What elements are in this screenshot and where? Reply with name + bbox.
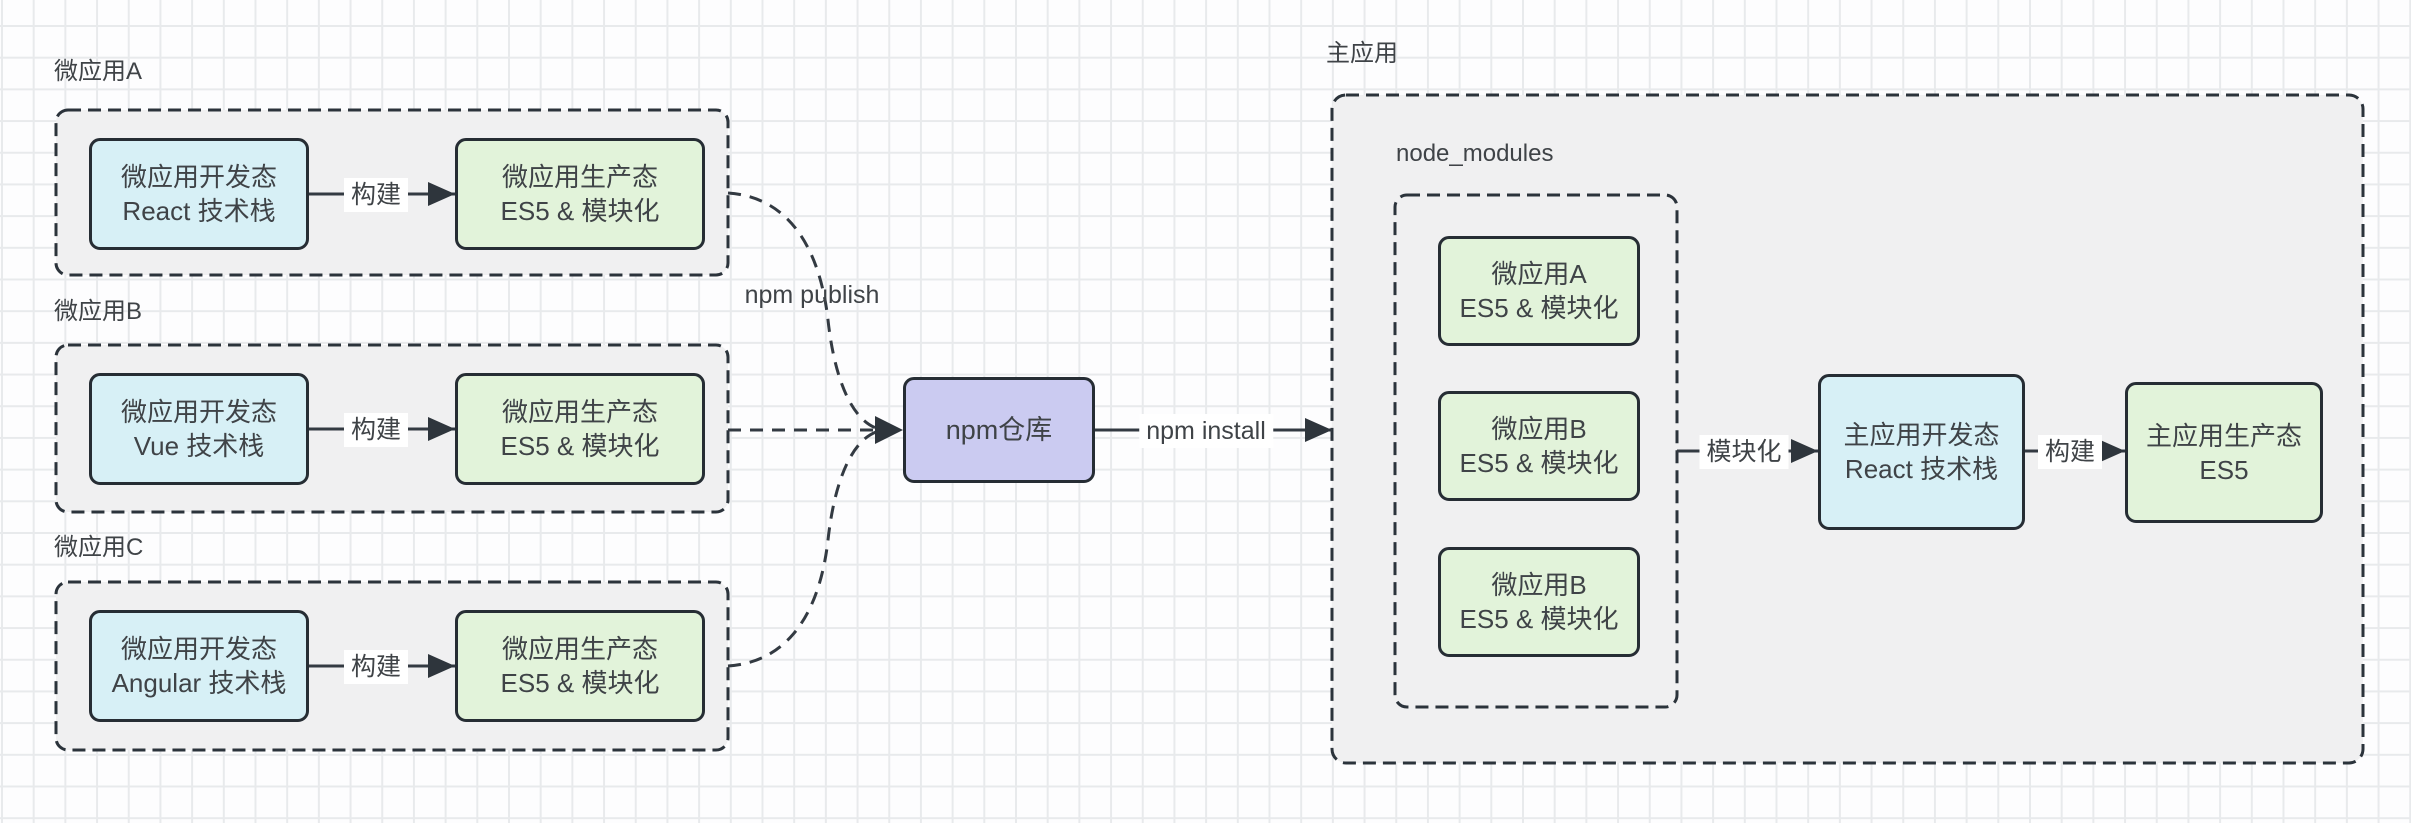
node-text-line: 主应用开发态 xyxy=(1843,420,2000,450)
micro-app-b-prod-node[interactable]: 微应用生产态 ES5 & 模块化 xyxy=(455,373,705,485)
node-modules-package-b[interactable]: 微应用B ES5 & 模块化 xyxy=(1438,391,1640,501)
micro-app-c-title: 微应用C xyxy=(54,534,144,561)
build-arrow-c-label: 构建 xyxy=(343,650,409,684)
node-text-line: 微应用B xyxy=(1491,570,1587,600)
node-text-line: ES5 & 模块化 xyxy=(500,668,660,698)
micro-app-c-prod-node[interactable]: 微应用生产态 ES5 & 模块化 xyxy=(455,610,705,722)
node-text-line: Angular 技术栈 xyxy=(111,668,287,698)
publish-curve-a[interactable] xyxy=(727,191,877,430)
node-text-line: ES5 & 模块化 xyxy=(1459,448,1619,478)
node-text-line: ES5 & 模块化 xyxy=(500,196,660,226)
main-app-title: 主应用 xyxy=(1326,40,1398,67)
node-text-line: npm仓库 xyxy=(945,415,1053,445)
main-build-arrow-label: 构建 xyxy=(2037,435,2103,469)
build-arrow-b-label: 构建 xyxy=(343,413,409,447)
modularize-arrow-label: 模块化 xyxy=(1699,435,1789,469)
node-text-line: 主应用生产态 xyxy=(2145,420,2302,451)
node-text-line: 微应用开发态 xyxy=(120,397,277,427)
micro-app-a-dev-node[interactable]: 微应用开发态 React 技术栈 xyxy=(89,138,309,250)
node-text-line: 微应用生产态 xyxy=(501,162,658,192)
publish-arrowhead xyxy=(875,416,903,444)
micro-app-c-dev-node[interactable]: 微应用开发态 Angular 技术栈 xyxy=(89,610,309,722)
node-text-line: ES5 & 模块化 xyxy=(1459,293,1619,323)
node-modules-title: node_modules xyxy=(1396,140,1554,167)
node-text-line: ES5 xyxy=(2199,454,2249,485)
micro-app-b-dev-node[interactable]: 微应用开发态 Vue 技术栈 xyxy=(89,373,309,485)
node-text-line: React 技术栈 xyxy=(122,196,276,226)
node-modules-package-c[interactable]: 微应用B ES5 & 模块化 xyxy=(1438,547,1640,657)
node-modules-package-a[interactable]: 微应用A ES5 & 模块化 xyxy=(1438,236,1640,346)
node-text-line: 微应用生产态 xyxy=(501,634,658,664)
node-text-line: 微应用B xyxy=(1491,414,1587,444)
main-app-dev-node[interactable]: 主应用开发态 React 技术栈 xyxy=(1818,374,2025,530)
node-text-line: React 技术栈 xyxy=(1844,454,1999,484)
micro-app-a-prod-node[interactable]: 微应用生产态 ES5 & 模块化 xyxy=(455,138,705,250)
npm-install-label: npm install xyxy=(1139,414,1273,448)
node-text-line: ES5 & 模块化 xyxy=(500,431,660,461)
micro-app-a-title: 微应用A xyxy=(54,58,143,85)
main-app-prod-node[interactable]: 主应用生产态 ES5 xyxy=(2125,382,2323,523)
node-text-line: 微应用生产态 xyxy=(501,397,658,427)
node-text-line: ES5 & 模块化 xyxy=(1459,604,1619,634)
node-text-line: 微应用开发态 xyxy=(120,634,277,664)
micro-app-b-title: 微应用B xyxy=(54,298,143,325)
node-text-line: 微应用开发态 xyxy=(120,162,277,192)
publish-curve-c[interactable] xyxy=(727,430,877,668)
npm-publish-label: npm publish xyxy=(744,281,880,309)
npm-registry-node[interactable]: npm仓库 xyxy=(903,377,1095,483)
build-arrow-a-label: 构建 xyxy=(343,178,409,212)
node-text-line: Vue 技术栈 xyxy=(133,431,265,461)
node-text-line: 微应用A xyxy=(1491,259,1587,289)
